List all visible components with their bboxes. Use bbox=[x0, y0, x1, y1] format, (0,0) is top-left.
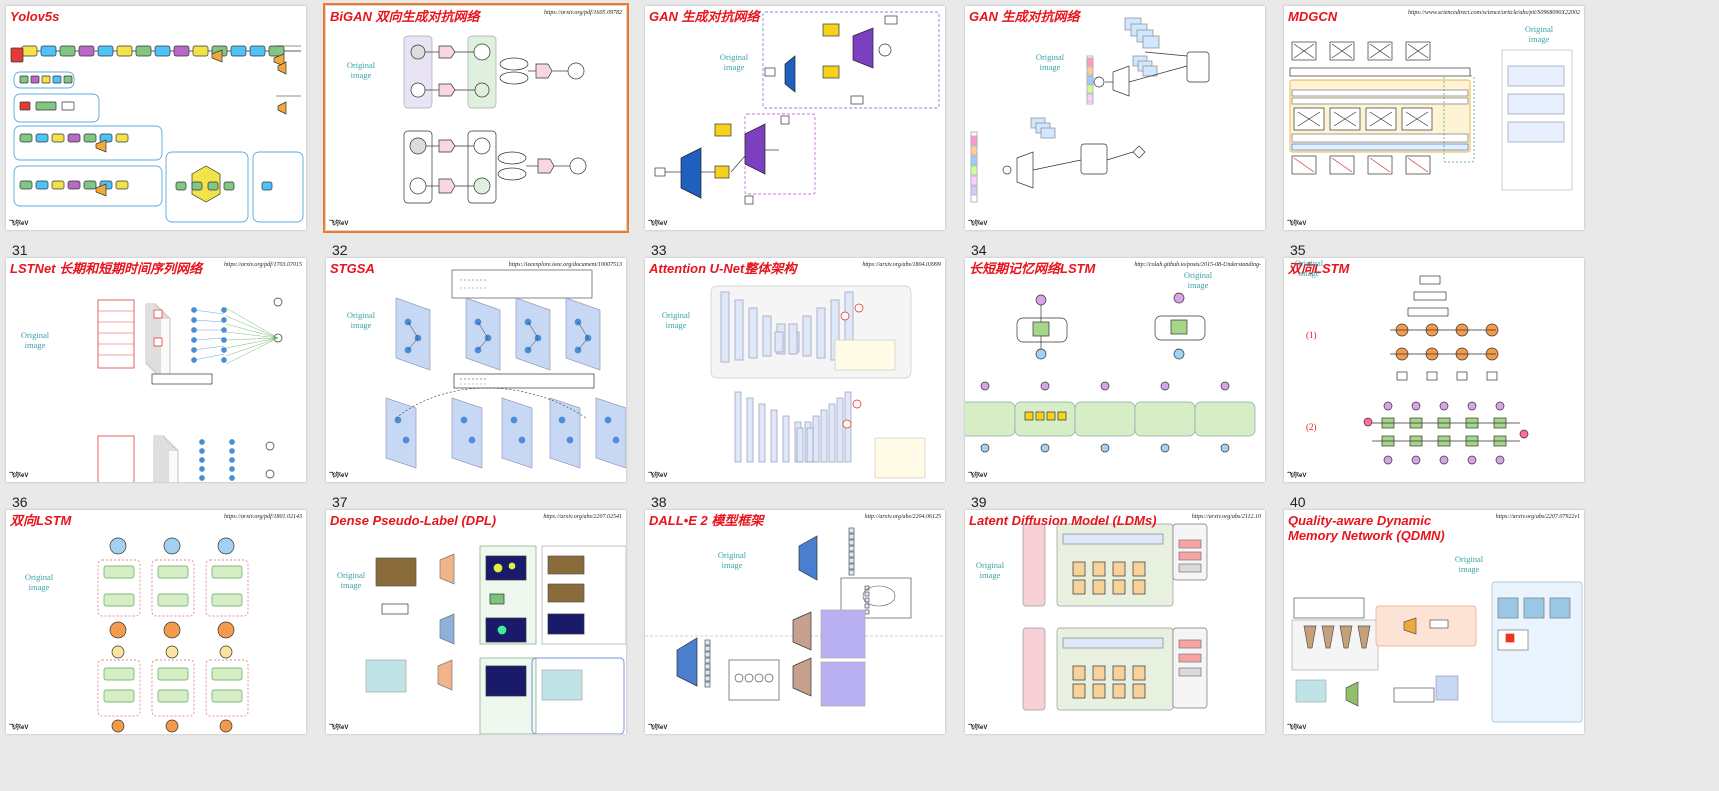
slide-title: STGSA bbox=[330, 261, 375, 276]
slide-number: 40 bbox=[1290, 494, 1306, 510]
original-image-label: Original image bbox=[965, 560, 1015, 580]
slide-canvas[interactable]: Attention U-Net整体架构 https://arxiv.org/abs… bbox=[645, 258, 945, 482]
slide-title: BiGAN 双向生成对抗网络 bbox=[330, 9, 480, 24]
slide-number: 34 bbox=[971, 242, 987, 258]
slide-number: 31 bbox=[12, 242, 28, 258]
slide-number: 32 bbox=[332, 242, 348, 258]
slide-source-url: https://arxiv.org/pdf/1801.02143 bbox=[224, 514, 302, 520]
logo: 飞尔eV bbox=[648, 722, 667, 731]
slide-title: 长短期记忆网络LSTM bbox=[969, 261, 1095, 276]
slide-figure bbox=[326, 258, 626, 482]
slide-figure bbox=[645, 510, 945, 734]
slide-source-url: http://arxiv.org/abs/2204.06125 bbox=[865, 514, 941, 520]
slide-figure bbox=[326, 510, 626, 734]
slide-title: 双向LSTM bbox=[10, 513, 71, 528]
logo: 飞尔eV bbox=[9, 218, 28, 227]
logo: 飞尔eV bbox=[648, 218, 667, 227]
slide-source-url: https://arxiv.org/pdf/1703.07015 bbox=[224, 262, 302, 268]
original-image-label: Original image bbox=[10, 330, 60, 350]
logo: 飞尔eV bbox=[968, 722, 987, 731]
slide-title: Quality-aware Dynamic Memory Network (QD… bbox=[1288, 513, 1468, 543]
slide-canvas[interactable]: Yolov5s 飞尔eV bbox=[6, 6, 306, 230]
figure-marker: (2) bbox=[1306, 422, 1317, 432]
slide-canvas[interactable]: 长短期记忆网络LSTM http://colah.github.io/posts/… bbox=[965, 258, 1265, 482]
original-image-label: Original image bbox=[651, 310, 701, 330]
slide-canvas[interactable]: MDGCN https://www.sciencedirect.com/scien… bbox=[1284, 6, 1584, 230]
slide-number: 33 bbox=[651, 242, 667, 258]
slide-figure bbox=[326, 6, 626, 230]
original-image-label: Original image bbox=[1444, 554, 1494, 574]
slide-figure bbox=[965, 6, 1265, 230]
original-image-label: Original image bbox=[1173, 270, 1223, 290]
slide-figure bbox=[1284, 510, 1584, 734]
slide-canvas[interactable]: Latent Diffusion Model (LDMs) https://arx… bbox=[965, 510, 1265, 734]
slide-figure bbox=[1284, 258, 1584, 482]
slide-figure bbox=[6, 258, 306, 482]
slide-number: 36 bbox=[12, 494, 28, 510]
original-image-label: Original image bbox=[1514, 24, 1564, 44]
logo: 飞尔eV bbox=[968, 470, 987, 479]
logo: 飞尔eV bbox=[968, 218, 987, 227]
logo: 飞尔eV bbox=[329, 218, 348, 227]
figure-marker: (1) bbox=[1306, 330, 1317, 340]
slide-source-url: https://arxiv.org/abs/2112.10 bbox=[1192, 514, 1261, 520]
slide-figure bbox=[645, 258, 945, 482]
logo: 飞尔eV bbox=[329, 722, 348, 731]
slide-title: Attention U-Net整体架构 bbox=[649, 261, 796, 276]
slide-canvas[interactable]: GAN 生成对抗网络 Original image 飞尔eV bbox=[645, 6, 945, 230]
slide-number: 39 bbox=[971, 494, 987, 510]
slide-canvas[interactable]: Dense Pseudo-Label (DPL) https://arxiv.or… bbox=[326, 510, 626, 734]
slide-figure bbox=[965, 258, 1265, 482]
logo: 飞尔eV bbox=[329, 470, 348, 479]
logo: 飞尔eV bbox=[1287, 722, 1306, 731]
slide-source-url: https://www.sciencedirect.com/science/ar… bbox=[1408, 10, 1580, 16]
slide-title: GAN 生成对抗网络 bbox=[649, 9, 760, 24]
slide-canvas[interactable]: LSTNet 长期和短期时间序列网络 https://arxiv.org/pdf/… bbox=[6, 258, 306, 482]
slide-title: MDGCN bbox=[1288, 9, 1337, 24]
slide-canvas[interactable]: GAN 生成对抗网络 Original image 飞尔eV bbox=[965, 6, 1265, 230]
slide-figure bbox=[6, 6, 306, 230]
logo: 飞尔eV bbox=[1287, 470, 1306, 479]
slide-title: DALL•E 2 模型框架 bbox=[649, 513, 763, 528]
logo: 飞尔eV bbox=[9, 722, 28, 731]
slide-title: GAN 生成对抗网络 bbox=[969, 9, 1080, 24]
slide-figure bbox=[645, 6, 945, 230]
slide-title: LSTNet 长期和短期时间序列网络 bbox=[10, 261, 202, 276]
original-image-label: Original image bbox=[1025, 52, 1075, 72]
original-image-label: Original image bbox=[709, 52, 759, 72]
slide-source-url: https://arxiv.org/abs/1804.03999 bbox=[862, 262, 941, 268]
slide-source-url: https://arxiv.org/pdf/1605.09782 bbox=[544, 10, 622, 16]
slide-source-url: http://colah.github.io/posts/2015-08-Und… bbox=[1134, 262, 1261, 268]
logo: 飞尔eV bbox=[1287, 218, 1306, 227]
slide-source-url: https://arxiv.org/abs/2207.02541 bbox=[543, 514, 622, 520]
original-image-label: Original image bbox=[326, 570, 376, 590]
slide-figure bbox=[6, 510, 306, 734]
slide-number: 38 bbox=[651, 494, 667, 510]
slide-number: 37 bbox=[332, 494, 348, 510]
slide-title: Dense Pseudo-Label (DPL) bbox=[330, 513, 496, 528]
original-image-label: Original image bbox=[1284, 258, 1334, 278]
slide-canvas[interactable]: DALL•E 2 模型框架 http://arxiv.org/abs/2204.0… bbox=[645, 510, 945, 734]
slide-source-url: https://ieeexplore.ieee.org/document/100… bbox=[509, 262, 622, 268]
original-image-label: Original image bbox=[336, 60, 386, 80]
logo: 飞尔eV bbox=[648, 470, 667, 479]
original-image-label: Original image bbox=[707, 550, 757, 570]
original-image-label: Original image bbox=[336, 310, 386, 330]
slide-canvas[interactable]: Quality-aware Dynamic Memory Network (QD… bbox=[1284, 510, 1584, 734]
slide-canvas[interactable]: BiGAN 双向生成对抗网络 https://arxiv.org/pdf/1605… bbox=[326, 6, 626, 230]
slide-title: Latent Diffusion Model (LDMs) bbox=[969, 513, 1157, 528]
logo: 飞尔eV bbox=[9, 470, 28, 479]
original-image-label: Original image bbox=[14, 572, 64, 592]
slide-source-url: https://arxiv.org/abs/2207.07922v1 bbox=[1496, 514, 1580, 520]
slide-figure bbox=[965, 510, 1265, 734]
slide-number: 35 bbox=[1290, 242, 1306, 258]
slide-canvas[interactable]: STGSA https://ieeexplore.ieee.org/documen… bbox=[326, 258, 626, 482]
slide-title: Yolov5s bbox=[10, 9, 59, 24]
